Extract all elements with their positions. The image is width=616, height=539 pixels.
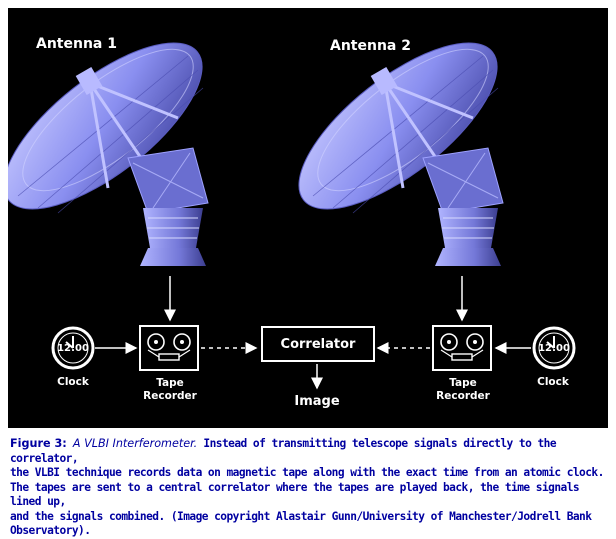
caption-line-5: Observatory). <box>10 524 91 537</box>
clock-time-right: 12:00 <box>538 343 570 354</box>
clock-label-left: Clock <box>57 376 89 388</box>
tape-recorder-label-left-line1: Tape <box>156 377 184 389</box>
figure-caption: Figure 3: A VLBI Interferometer. Instead… <box>10 437 610 539</box>
tape-recorder-label-left: Tape Recorder <box>134 377 206 403</box>
antenna-2-label: Antenna 2 <box>330 38 411 54</box>
tape-recorder-label-right-line1: Tape <box>449 377 477 389</box>
tape-recorder-icon-right <box>432 325 492 371</box>
image-label: Image <box>294 394 340 409</box>
correlator-label: Correlator <box>280 336 356 352</box>
antenna-1-graphic <box>8 12 229 268</box>
tape-recorder-label-left-line2: Recorder <box>143 390 197 402</box>
caption-line-2: the VLBI technique records data on magne… <box>10 466 604 479</box>
tape-recorder-label-right-line2: Recorder <box>436 390 490 402</box>
caption-line-1: Figure 3: A VLBI Interferometer. Instead… <box>10 437 610 466</box>
caption-line-1-text: Instead of transmitting telescope signal… <box>10 437 557 465</box>
vlbi-diagram: Antenna 1 Antenna 2 12:00 12:00 Clock Cl… <box>8 8 608 428</box>
caption-figure-number: Figure 3: <box>10 437 67 450</box>
clock-label-right: Clock <box>537 376 569 388</box>
caption-title: A VLBI Interferometer. <box>72 437 198 450</box>
clock-time-left: 12:00 <box>57 343 89 354</box>
tape-recorder-icon-left <box>139 325 199 371</box>
tape-recorder-label-right: Tape Recorder <box>427 377 499 403</box>
diagram-graphics <box>8 12 576 390</box>
correlator-box: Correlator <box>261 326 375 362</box>
antenna-1-label: Antenna 1 <box>36 36 117 52</box>
caption-line-4: and the signals combined. (Image copyrig… <box>10 509 592 523</box>
caption-line-3: The tapes are sent to a central correlat… <box>10 480 580 509</box>
